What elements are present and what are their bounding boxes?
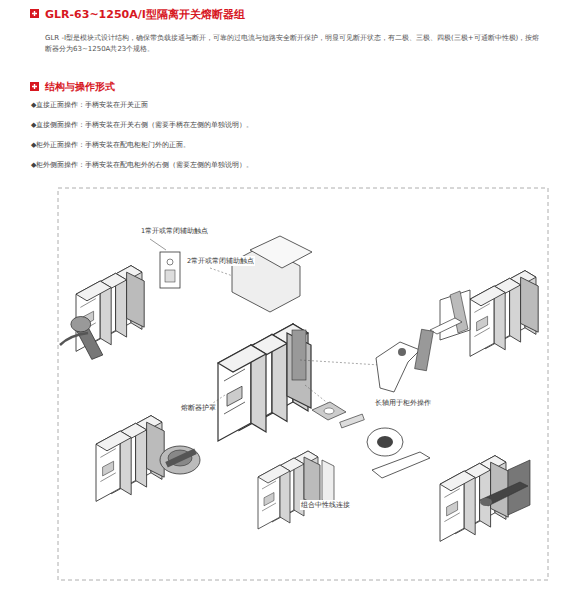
switch-neutral [258,451,334,529]
header-bullet [30,9,39,91]
bullet-item: ◆柜外正面操作：手柄安装在配电柜柜门外的正面。 [31,140,190,151]
part-label: 2常开或常闭辅助触点 [186,256,255,266]
shaft-parts [312,342,430,478]
part-label: 组合中性线连接 [300,500,351,510]
switch-cabinet-front [96,416,200,502]
intro-paragraph: GLR -Ⅰ型是模块式设计结构，确保带负载接通与断开，可靠的过电流与短路安全断开… [45,33,540,55]
bullet-item: ◆柜外侧面操作：手柄安装在配电柜外的右侧（需要左侧的单独说明）。 [31,160,253,171]
bullet-item: ◆直接正面操作：手柄安装在开关正面 [31,100,148,111]
switch-front-handle [60,266,144,360]
switch-side-handle [415,271,539,371]
diagram-frame [58,188,548,580]
part-label: 1常开或常闭辅助触点 [140,226,209,236]
part-label: 熔断器护罩 [180,403,217,413]
page-title: GLR-63~1250A/Ⅰ型隔离开关熔断器组 [45,6,245,24]
switch-cabinet-side [440,456,530,542]
part-label: 长轴用于柜外操作 [374,398,432,408]
section-heading: 结构与操作形式 [45,79,115,95]
bullet-item: ◆直接侧面操作：手柄安装在开关右侧（需要手柄在左侧的单独说明）。 [31,120,253,131]
switch-fuse-module [218,236,312,441]
